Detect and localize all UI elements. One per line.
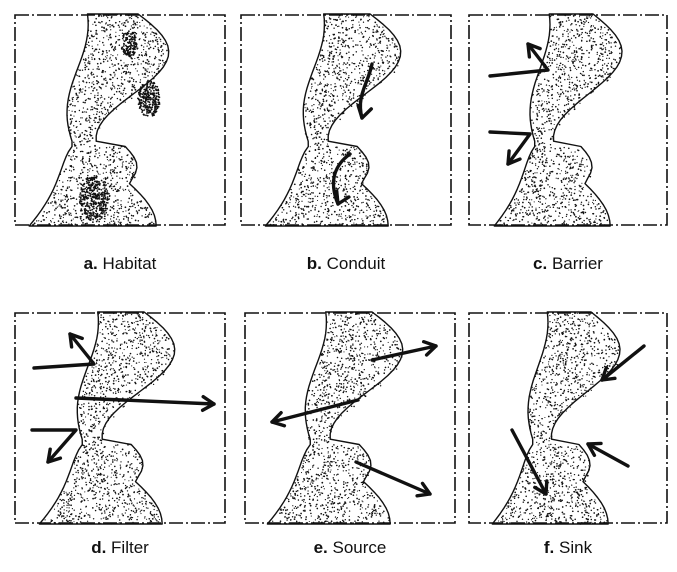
filter-arrow-lower bbox=[30, 428, 78, 464]
panel-habitat: a. Habitat bbox=[14, 13, 226, 273]
barrier-arrow-lower-head bbox=[506, 149, 522, 166]
corridor-outline bbox=[493, 13, 623, 227]
panel-source-label: Source bbox=[332, 538, 387, 557]
source-arrow-left bbox=[270, 398, 360, 424]
panel-conduit-diagram bbox=[240, 13, 452, 227]
panel-conduit: b. Conduit bbox=[240, 13, 452, 273]
panel-barrier-letter: c. bbox=[533, 254, 548, 273]
corridor-stipple bbox=[499, 13, 622, 227]
corridor-stipple bbox=[269, 13, 402, 227]
panel-conduit-caption: b. Conduit bbox=[240, 254, 452, 274]
conduit-arrow-lower-head bbox=[335, 189, 351, 206]
panel-barrier-diagram bbox=[468, 13, 668, 227]
panel-sink-caption: f. Sink bbox=[468, 538, 668, 558]
panel-habitat-letter: a. bbox=[83, 254, 98, 273]
panel-filter-letter: d. bbox=[91, 538, 107, 557]
panel-sink-label: Sink bbox=[559, 538, 593, 557]
sink-arrow-middle-head bbox=[586, 441, 603, 457]
panel-frame bbox=[14, 14, 226, 226]
sink-arrow-upper bbox=[600, 344, 646, 382]
source-arrow-upper bbox=[370, 344, 438, 362]
panel-frame bbox=[468, 14, 668, 226]
corridor-stipple bbox=[272, 311, 403, 525]
panel-habitat-caption: a. Habitat bbox=[14, 254, 226, 274]
panel-conduit-label: Conduit bbox=[326, 254, 386, 273]
barrier-arrow-upper bbox=[488, 42, 550, 78]
corridor-stipple bbox=[44, 311, 175, 525]
panel-habitat-label: Habitat bbox=[102, 254, 157, 273]
corridor-outline bbox=[266, 311, 404, 525]
panel-sink-diagram bbox=[468, 311, 668, 525]
conduit-arrow-upper-head bbox=[356, 103, 373, 120]
source-arrow-upper-head bbox=[422, 340, 438, 357]
panel-filter-caption: d. Filter bbox=[14, 538, 226, 558]
barrier-arrow-lower bbox=[488, 130, 532, 166]
panel-sink: f. Sink bbox=[468, 311, 668, 557]
panel-source-diagram bbox=[244, 311, 456, 525]
panel-source: e. Source bbox=[244, 311, 456, 557]
corridor-stipple bbox=[497, 311, 620, 525]
corridor-outline bbox=[264, 13, 402, 227]
panel-filter-diagram bbox=[14, 311, 226, 525]
panel-barrier-caption: c. Barrier bbox=[468, 254, 668, 274]
panel-source-caption: e. Source bbox=[244, 538, 456, 558]
panel-conduit-letter: b. bbox=[306, 254, 322, 273]
panel-habitat-diagram bbox=[14, 13, 226, 227]
filter-arrow-upper bbox=[32, 332, 96, 370]
panel-filter-label: Filter bbox=[111, 538, 149, 557]
corridor-stipple bbox=[33, 13, 168, 227]
panel-sink-letter: f. bbox=[543, 538, 555, 557]
panel-barrier: c. Barrier bbox=[468, 13, 668, 273]
filter-arrow-lower-head bbox=[46, 447, 63, 464]
filter-arrow-upper-head bbox=[68, 332, 84, 349]
panel-frame bbox=[14, 312, 226, 524]
sink-arrow-middle bbox=[586, 442, 630, 468]
panel-frame bbox=[240, 14, 452, 226]
panel-frame bbox=[468, 312, 668, 524]
panel-source-letter: e. bbox=[313, 538, 328, 557]
source-arrow-lower bbox=[354, 460, 432, 496]
source-arrow-lower-head bbox=[415, 481, 432, 498]
filter-arrow-through-head bbox=[200, 395, 216, 412]
corridor-outline bbox=[28, 13, 170, 227]
sink-arrow-upper-head bbox=[600, 366, 617, 382]
panel-barrier-label: Barrier bbox=[551, 254, 603, 273]
filter-arrow-through bbox=[74, 396, 216, 406]
corridor-outline bbox=[38, 311, 176, 525]
source-arrow-left-head bbox=[270, 411, 287, 428]
sink-arrow-lower-head bbox=[533, 479, 549, 496]
panel-filter: d. Filter bbox=[14, 311, 226, 557]
panel-frame bbox=[244, 312, 456, 524]
barrier-arrow-upper-head bbox=[526, 42, 542, 59]
sink-arrow-lower bbox=[510, 428, 548, 496]
